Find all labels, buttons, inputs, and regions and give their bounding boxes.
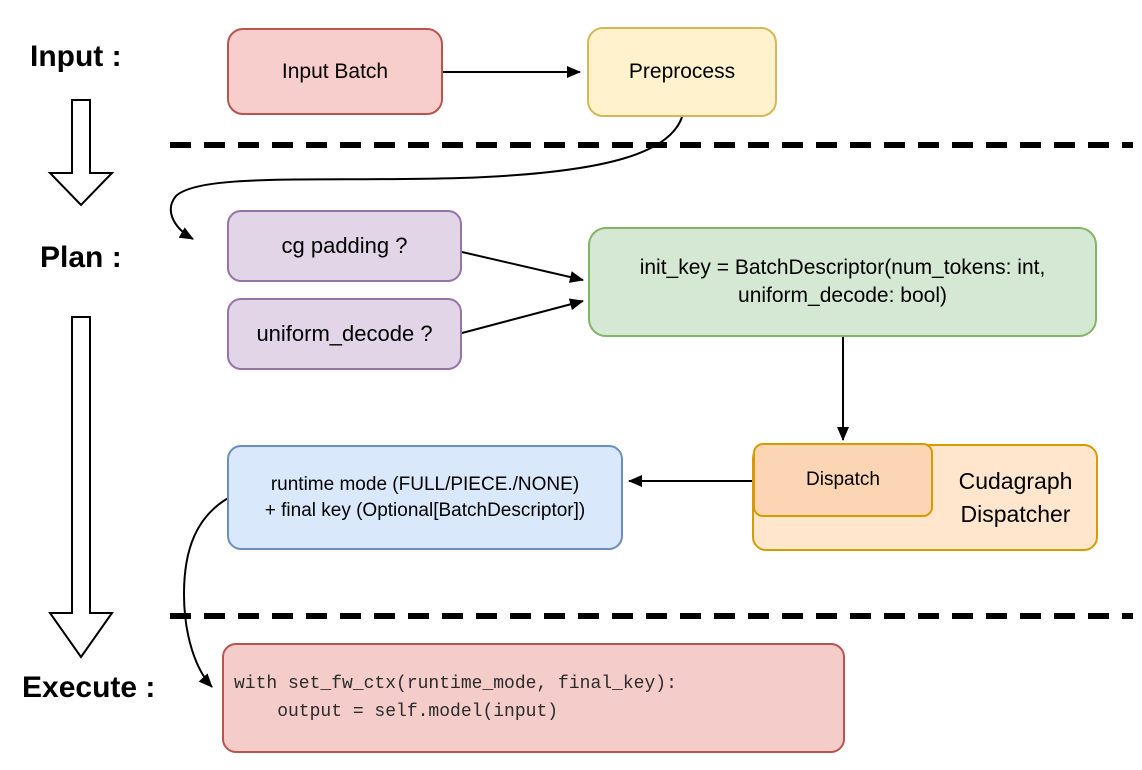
node-preprocess: Preprocess [587,27,777,117]
section-label-plan: Plan : [40,241,122,274]
node-init-key-line1: init_key = BatchDescriptor(num_tokens: i… [639,256,1046,280]
node-runtime-mode: runtime mode (FULL/PIECE./NONE) + final … [227,445,623,550]
node-runtime-mode-line2: + final key (Optional[BatchDescriptor]) [264,499,586,521]
section-label-execute: Execute : [22,671,156,704]
hollow-arrow-plan-to-execute-icon [48,316,114,659]
node-init-key-line2: uniform_decode: bool) [738,284,947,307]
node-input-batch: Input Batch [227,28,443,115]
node-cudagraph-dispatcher-label: Cudagraph Dispatcher [933,444,1098,551]
node-preprocess-label: Preprocess [628,60,736,84]
node-dispatch-label: Dispatch [806,469,880,491]
node-cg-padding: cg padding ? [227,210,462,282]
arrow-cg-padding-to-init-key [461,251,584,283]
hollow-arrow-input-to-plan-icon [47,99,115,207]
node-dispatch: Dispatch [753,443,933,517]
node-uniform-decode-label: uniform_decode ? [256,321,433,347]
cudagraph-dispatcher-line1: Cudagraph [958,468,1073,495]
execute-code-line1: with set_fw_ctx(runtime_mode, final_key)… [234,674,677,694]
cudagraph-dispatcher-line2: Dispatcher [960,500,1071,527]
node-uniform-decode: uniform_decode ? [227,298,462,370]
node-input-batch-label: Input Batch [281,59,389,83]
arrow-uniform-decode-to-init-key [461,298,584,334]
node-execute-code: with set_fw_ctx(runtime_mode, final_key)… [222,643,845,753]
node-cg-padding-label: cg padding ? [281,233,408,259]
section-label-input: Input : [30,40,122,73]
execute-code-line2: output = self.model(input) [234,702,559,722]
node-init-key: init_key = BatchDescriptor(num_tokens: i… [588,227,1097,337]
node-runtime-mode-line1: runtime mode (FULL/PIECE./NONE) [270,474,580,496]
